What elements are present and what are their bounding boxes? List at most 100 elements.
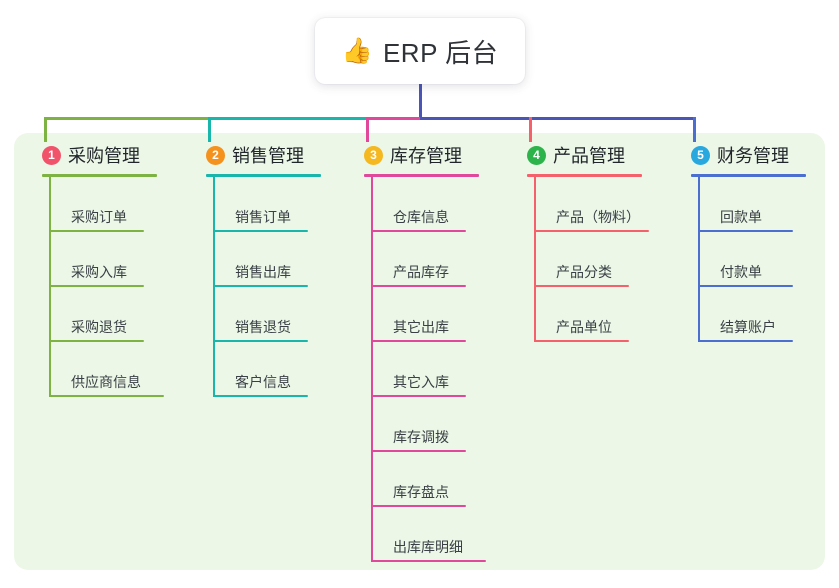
branch-leaf-list: 回款单付款单结算账户 (698, 177, 806, 342)
leaf-label: 仓库信息 (393, 209, 449, 225)
leaf-underline (371, 560, 486, 562)
branch-header-underline (527, 174, 642, 177)
connector-bus-segment-1 (44, 117, 208, 120)
leaf-item[interactable]: 产品单位 (534, 287, 642, 342)
leaf-underline (371, 450, 466, 452)
leaf-item[interactable]: 出库库明细 (371, 507, 486, 562)
branch-column-4: 4 产品管理产品（物料） 产品分类产品单位 (527, 140, 649, 342)
branch-leaf-list: 产品（物料） 产品分类产品单位 (534, 177, 649, 342)
leaf-item[interactable]: 采购入库 (49, 232, 157, 287)
leaf-item[interactable]: 销售订单 (213, 177, 321, 232)
root-title: ERP 后台 (382, 37, 499, 68)
leaf-underline (49, 285, 144, 287)
leaf-item[interactable]: 付款单 (698, 232, 806, 287)
leaf-item[interactable]: 供应商信息 (49, 342, 164, 397)
branch-number-badge: 5 (691, 145, 710, 165)
leaf-item[interactable]: 回款单 (698, 177, 806, 232)
leaf-underline (698, 230, 793, 232)
leaf-label: 结算账户 (720, 319, 776, 335)
connector-drop-1 (44, 117, 47, 142)
branch-leaf-list: 采购订单采购入库采购退货供应商信息 (49, 177, 164, 397)
leaf-item[interactable]: 采购退货 (49, 287, 157, 342)
branch-header-underline (206, 174, 321, 177)
connector-bus-right (420, 117, 696, 120)
leaf-underline (213, 230, 308, 232)
leaf-underline (534, 230, 649, 232)
branch-column-5: 5 财务管理回款单付款单结算账户 (691, 140, 806, 342)
leaf-label: 库存盘点 (393, 484, 449, 500)
leaf-underline (698, 285, 793, 287)
branch-spine (213, 177, 215, 397)
leaf-item[interactable]: 采购订单 (49, 177, 157, 232)
leaf-item[interactable]: 销售出库 (213, 232, 321, 287)
branch-spine (371, 177, 373, 562)
branch-number-badge: 4 (527, 145, 546, 165)
leaf-item[interactable]: 结算账户 (698, 287, 806, 342)
leaf-item[interactable]: 仓库信息 (371, 177, 479, 232)
leaf-underline (534, 340, 629, 342)
branch-title: 财务管理 (717, 146, 789, 166)
leaf-label: 库存调拨 (393, 429, 449, 445)
branch-spine (49, 177, 51, 397)
leaf-label: 销售退货 (235, 319, 291, 335)
leaf-underline (371, 285, 466, 287)
leaf-item[interactable]: 客户信息 (213, 342, 321, 397)
branch-header-underline (691, 174, 806, 177)
branch-header-销售管理[interactable]: 2 销售管理 (206, 140, 321, 170)
branch-title: 采购管理 (68, 146, 140, 166)
leaf-label: 供应商信息 (71, 374, 141, 390)
branch-column-1: 1 采购管理采购订单采购入库采购退货供应商信息 (42, 140, 164, 397)
branch-title: 库存管理 (390, 146, 462, 166)
leaf-underline (371, 230, 466, 232)
leaf-underline (371, 505, 466, 507)
branch-number-badge: 2 (206, 145, 225, 165)
leaf-item[interactable]: 产品库存 (371, 232, 479, 287)
leaf-underline (534, 285, 629, 287)
leaf-label: 产品单位 (556, 319, 612, 335)
branches-panel (14, 133, 825, 570)
leaf-label: 客户信息 (235, 374, 291, 390)
leaf-label: 销售订单 (235, 209, 291, 225)
branch-header-财务管理[interactable]: 5 财务管理 (691, 140, 806, 170)
connector-drop-3 (366, 117, 369, 142)
leaf-item[interactable]: 其它入库 (371, 342, 479, 397)
leaf-label: 其它入库 (393, 374, 449, 390)
connector-drop-5 (693, 117, 696, 142)
branch-number-badge: 1 (42, 145, 61, 165)
branch-leaf-list: 销售订单销售出库销售退货客户信息 (213, 177, 321, 397)
leaf-label: 销售出库 (235, 264, 291, 280)
branch-column-2: 2 销售管理销售订单销售出库销售退货客户信息 (206, 140, 321, 397)
branch-header-采购管理[interactable]: 1 采购管理 (42, 140, 157, 170)
branch-spine (534, 177, 536, 342)
connector-drop-2 (208, 117, 211, 142)
leaf-item[interactable]: 产品（物料） (534, 177, 649, 232)
leaf-item[interactable]: 产品分类 (534, 232, 642, 287)
branch-header-underline (364, 174, 479, 177)
leaf-label: 采购入库 (71, 264, 127, 280)
branch-header-库存管理[interactable]: 3 库存管理 (364, 140, 479, 170)
leaf-underline (49, 230, 144, 232)
leaf-underline (213, 395, 308, 397)
leaf-label: 其它出库 (393, 319, 449, 335)
leaf-label: 出库库明细 (393, 539, 463, 555)
leaf-label: 产品库存 (393, 264, 449, 280)
branch-title: 销售管理 (232, 146, 304, 166)
branch-number-badge: 3 (364, 145, 383, 165)
leaf-label: 产品分类 (556, 264, 612, 280)
connector-drop-4 (529, 117, 532, 142)
branch-leaf-list: 仓库信息产品库存其它出库其它入库库存调拨库存盘点出库库明细 (371, 177, 486, 562)
leaf-label: 回款单 (720, 209, 762, 225)
leaf-item[interactable]: 其它出库 (371, 287, 479, 342)
leaf-item[interactable]: 销售退货 (213, 287, 321, 342)
leaf-underline (698, 340, 793, 342)
leaf-label: 付款单 (720, 264, 762, 280)
root-connector-stem (419, 84, 422, 120)
branch-title: 产品管理 (553, 146, 625, 166)
leaf-item[interactable]: 库存盘点 (371, 452, 479, 507)
leaf-item[interactable]: 库存调拨 (371, 397, 479, 452)
branch-header-产品管理[interactable]: 4 产品管理 (527, 140, 642, 170)
root-node[interactable]: 👍 ERP 后台 (315, 18, 525, 84)
leaf-underline (213, 285, 308, 287)
leaf-label: 采购退货 (71, 319, 127, 335)
